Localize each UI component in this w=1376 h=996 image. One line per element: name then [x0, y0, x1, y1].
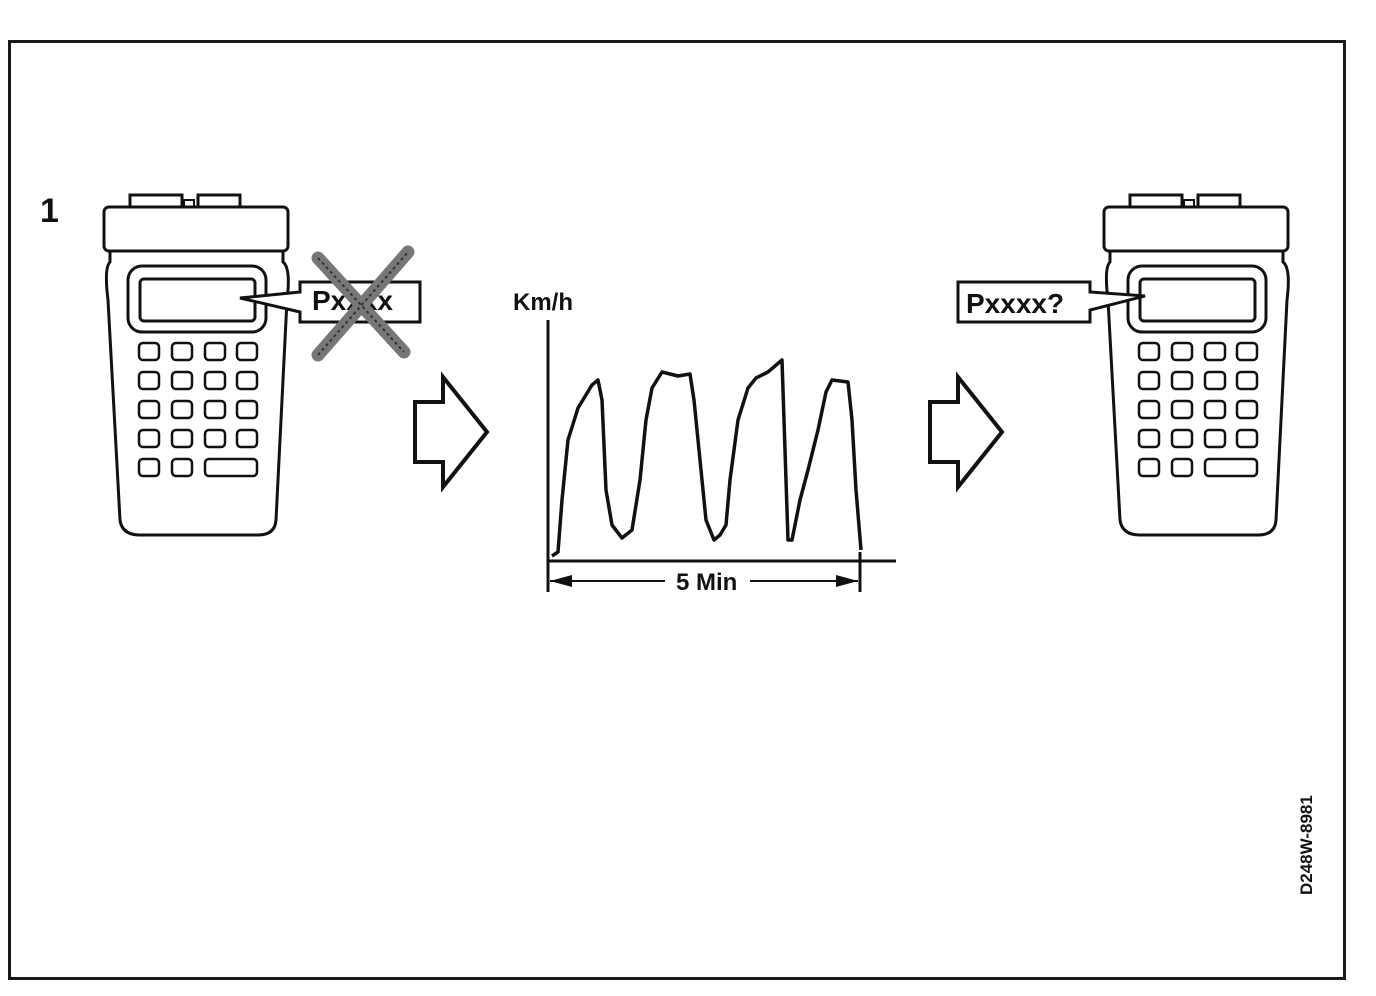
right-callout-text: Pxxxx?	[966, 288, 1064, 319]
reference-code: D248W-8981	[1297, 795, 1316, 895]
right-callout: Pxxxx?	[956, 280, 1146, 324]
speed-curve	[551, 358, 863, 558]
span-dimension-line	[550, 575, 858, 587]
figure-number: 1	[40, 192, 59, 230]
figure-frame	[8, 40, 1346, 980]
chart-span-label: 5 Min	[676, 569, 737, 596]
left-handheld-terminal	[102, 193, 290, 537]
x-mark-icon	[311, 245, 415, 362]
chart-y-label: Km/h	[513, 289, 573, 316]
speed-chart: Km/h 5 Min	[513, 289, 896, 596]
right-arrow-icon	[413, 375, 489, 489]
right-handheld-terminal	[1102, 193, 1290, 537]
right-arrow-icon	[928, 375, 1004, 489]
